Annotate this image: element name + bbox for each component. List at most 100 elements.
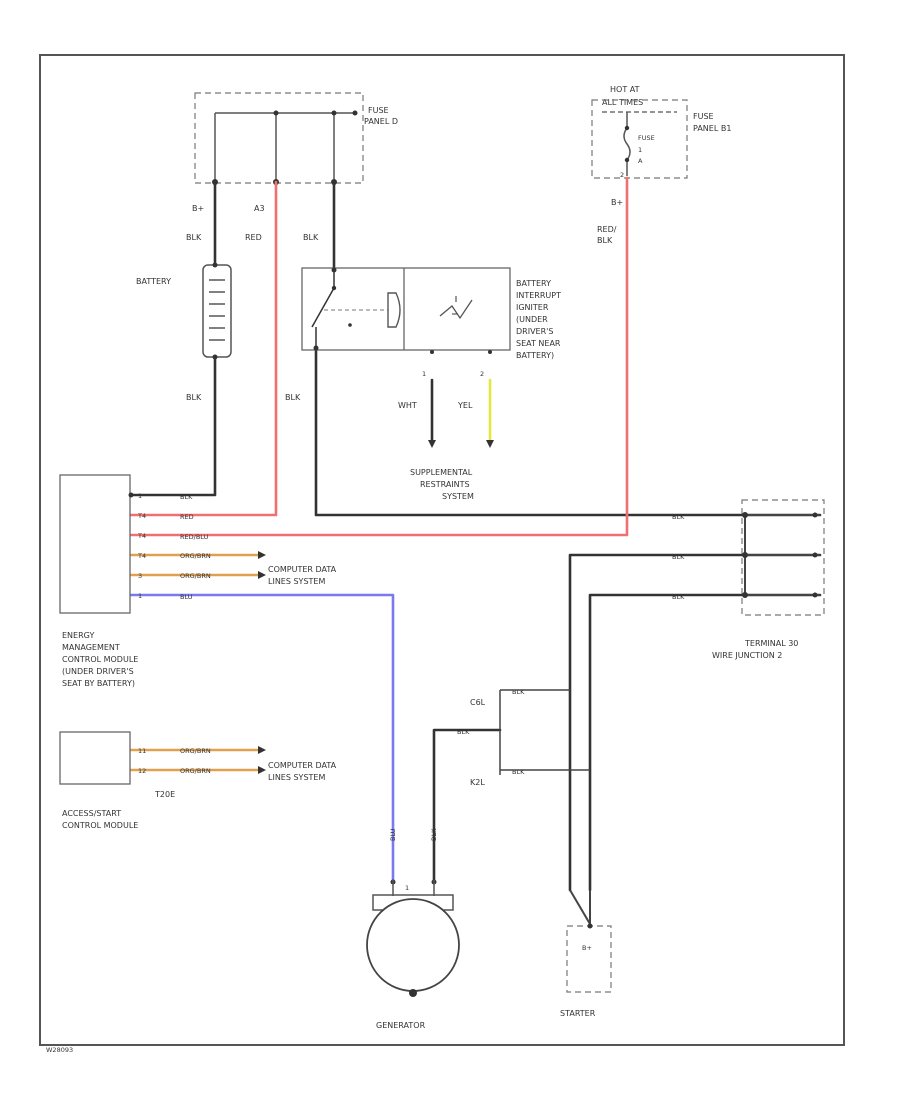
terminal30-label-1: TERMINAL 30 [744, 639, 798, 648]
starter: B+ STARTER [560, 889, 612, 1018]
fuse-number: 1 [638, 146, 642, 154]
acc-pin-12: 12 [138, 767, 146, 775]
wire-label-split-blk-1: BLK [512, 688, 525, 696]
acc-pin-11: 11 [138, 747, 146, 755]
diagram-code: W28093 [46, 1046, 73, 1054]
diagram-frame [39, 54, 845, 1046]
wire-label-t30-blk-2: BLK [672, 553, 685, 561]
igniter-label-2: INTERRUPT [516, 291, 561, 300]
wire-label-t30-blk-1: BLK [672, 513, 685, 521]
wire-label-acc-org-brn-1: ORG/BRN [180, 747, 211, 755]
split-label-k2l: K2L [470, 778, 485, 787]
ecm-label-3: CONTROL MODULE [62, 655, 138, 664]
ecm-pin-1: 1 [138, 492, 142, 500]
wire-igniter-to-terminal30 [314, 346, 822, 517]
pin-a3: A3 [254, 204, 265, 213]
cdl-acc-label-2: LINES SYSTEM [268, 773, 325, 782]
cdl-connector-ecm: COMPUTER DATA LINES SYSTEM [258, 551, 337, 586]
ecm-pin-2: T4 [137, 512, 146, 520]
wire-label-ecm-blk: BLK [180, 493, 193, 501]
ecm-pin-6: 1 [138, 592, 142, 600]
split-label-c6l: C6L [470, 698, 486, 707]
cdl-ecm-label-2: LINES SYSTEM [268, 577, 325, 586]
wire-generator-blk [432, 728, 502, 882]
wire-label-red-1: RED [245, 233, 262, 242]
ecm-pin-4: T4 [137, 552, 146, 560]
starter-term: B+ [582, 944, 592, 952]
igniter-label-7: BATTERY) [516, 351, 554, 360]
fuse-label: FUSE [638, 134, 655, 142]
fuse-panel-b1-label: FUSE [693, 112, 714, 121]
wire-label-red-blk-2: BLK [597, 236, 613, 245]
access-start-module: 11 12 T20E ACCESS/START CONTROL MODULE [59, 731, 175, 830]
fuse-panel-d-label-2: PANEL D [364, 117, 398, 126]
fuse-b1-pin: 2 [620, 171, 624, 179]
generator-pin: 1 [405, 884, 409, 892]
srs-connectors: SUPPLEMENTAL RESTRAINTS SYSTEM [410, 440, 494, 501]
fuse-panel-d: FUSE PANEL D B+ A3 [192, 92, 398, 213]
wire-label-acc-org-brn-2: ORG/BRN [180, 767, 211, 775]
energy-management-module: 1 T4 T4 T4 3 1 ENERGY MANAGEMENT CONTROL… [59, 474, 146, 688]
srs-label-1: SUPPLEMENTAL [410, 468, 473, 477]
igniter-pin-2: 2 [480, 370, 484, 378]
wire-label-ecm-org-brn-1: ORG/BRN [180, 552, 211, 560]
ecm-pin-3: T4 [137, 532, 146, 540]
igniter-label-6: SEAT NEAR [516, 339, 561, 348]
wire-label-ecm-red: RED [180, 513, 194, 521]
generator: 1 GENERATOR [366, 879, 460, 1030]
wire-label-blk-4: BLK [285, 393, 301, 402]
hot-at-label: HOT AT [610, 85, 640, 94]
wire-label-gen-blk: BLK [430, 828, 438, 841]
generator-label: GENERATOR [376, 1021, 426, 1030]
wire-label-wht: WHT [398, 401, 417, 410]
wire-label-blk-2: BLK [303, 233, 319, 242]
wire-label-ecm-blu: BLU [180, 593, 193, 601]
battery-label: BATTERY [136, 277, 171, 286]
pin-b-plus: B+ [192, 204, 204, 213]
wire-label-yel: YEL [457, 401, 473, 410]
battery-interrupt-igniter: 1 2 BATTERY INTERRUPT IGNITER (UNDER DRI… [301, 267, 561, 378]
wire-label-ecm-org-brn-2: ORG/BRN [180, 572, 211, 580]
starter-split-connector: C6L K2L [470, 689, 590, 787]
wire-battery-ground [129, 355, 217, 497]
fuse-panel-b1-label-2: PANEL B1 [693, 124, 731, 133]
wire-red-blk [129, 176, 629, 537]
igniter-label-5: DRIVER'S [516, 327, 553, 336]
wire-blu [129, 593, 395, 882]
battery: BATTERY [136, 262, 232, 360]
hot-at-label-2: ALL TIMES [602, 98, 643, 107]
terminal-30-junction: TERMINAL 30 WIRE JUNCTION 2 [712, 499, 825, 660]
starter-label: STARTER [560, 1009, 596, 1018]
acc-label-1: ACCESS/START [62, 809, 121, 818]
fuse-b1-term: B+ [611, 198, 623, 207]
terminal30-label-2: WIRE JUNCTION 2 [712, 651, 782, 660]
ecm-pin-5: 3 [138, 572, 142, 580]
igniter-label-3: IGNITER [516, 303, 549, 312]
cdl-connector-acc: COMPUTER DATA LINES SYSTEM [258, 746, 337, 782]
fuse-panel-d-label: FUSE [368, 106, 389, 115]
wire-label-split-blk-2: BLK [457, 728, 470, 736]
igniter-pin-1: 1 [422, 370, 426, 378]
ecm-label-4: (UNDER DRIVER'S [62, 667, 134, 676]
wire-a3-red [129, 180, 278, 517]
ecm-label-1: ENERGY [62, 631, 94, 640]
wire-label-t30-blk-3: BLK [672, 593, 685, 601]
wire-label-split-blk-3: BLK [512, 768, 525, 776]
fuse-amp: A [638, 157, 643, 165]
srs-label-3: SYSTEM [442, 492, 474, 501]
acc-label-2: CONTROL MODULE [62, 821, 138, 830]
igniter-label-1: BATTERY [516, 279, 551, 288]
wire-terminal30-upper [568, 553, 822, 892]
wire-label-gen-blu: BLU [389, 828, 397, 841]
acc-connector: T20E [154, 790, 175, 799]
wire-label-blk-3: BLK [186, 393, 202, 402]
wire-label-red-blk: RED/ [597, 225, 617, 234]
cdl-ecm-label-1: COMPUTER DATA [268, 565, 337, 574]
wire-label-blk-1: BLK [186, 233, 202, 242]
cdl-acc-label-1: COMPUTER DATA [268, 761, 337, 770]
fuse-panel-b1: HOT AT ALL TIMES FUSE 1 A FUSE PANEL B1 … [591, 85, 731, 245]
igniter-label-4: (UNDER [516, 315, 548, 324]
ecm-label-5: SEAT BY BATTERY) [62, 679, 135, 688]
srs-label-2: RESTRAINTS [420, 480, 470, 489]
